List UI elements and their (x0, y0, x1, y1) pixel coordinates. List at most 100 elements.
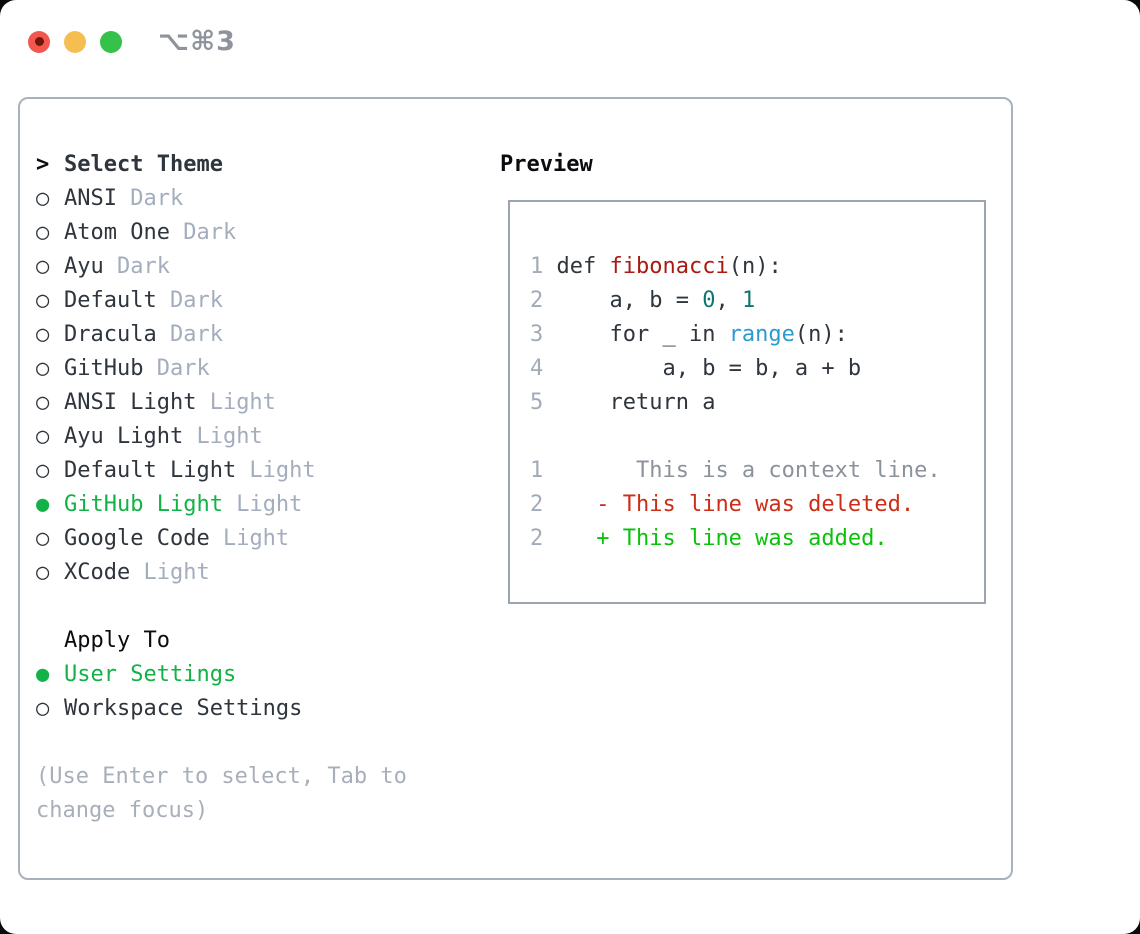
code-token-number: 0 (702, 288, 716, 313)
prompt-caret-icon: > (36, 152, 50, 177)
hint-line-1: (Use Enter to select, Tab to (36, 764, 407, 789)
radio-unselected-icon: ○ (36, 322, 50, 347)
option-variant-label: Dark (169, 220, 237, 245)
radio-unselected-icon: ○ (36, 254, 50, 279)
option-label: Google Code (64, 526, 210, 551)
radio-selected-icon: ● (36, 662, 50, 687)
code-token-context: This is a context line. (556, 458, 941, 483)
theme-option-github[interactable]: ○ GitHub Dark (36, 352, 407, 386)
spacer (36, 726, 407, 760)
option-variant-label: Light (183, 424, 263, 449)
line-number: 5 (530, 390, 557, 415)
radio-unselected-icon: ○ (36, 424, 50, 449)
code-line: 1 This is a context line. (530, 454, 941, 488)
code-token-plain: a, b = (556, 288, 703, 313)
radio-unselected-icon: ○ (36, 288, 50, 313)
line-number: 1 (530, 254, 557, 279)
option-label: ANSI (64, 186, 117, 211)
option-label: Atom One (64, 220, 170, 245)
radio-unselected-icon: ○ (36, 560, 50, 585)
option-variant-label: Light (209, 526, 290, 551)
line-number: 4 (530, 356, 557, 381)
option-label: Ayu (64, 254, 104, 279)
close-button[interactable] (28, 30, 50, 53)
code-blank-line (530, 420, 941, 454)
code-line: 3 for _ in range(n): (530, 318, 941, 352)
option-variant-label: Dark (143, 356, 210, 381)
option-label: GitHub (64, 356, 144, 381)
theme-option-ayu-light[interactable]: ○ Ayu Light Light (36, 420, 407, 454)
code-token-added: + This line was added. (556, 526, 888, 551)
window-title: ⌥⌘3 (158, 26, 236, 57)
theme-option-github-light[interactable]: ●GitHub Light Light (36, 488, 407, 522)
option-label: Default (64, 288, 157, 313)
code-token-function: fibonacci (609, 254, 729, 279)
code-line: 4 a, b = b, a + b (530, 352, 941, 386)
radio-unselected-icon: ○ (36, 356, 50, 381)
apply-option-user-settings[interactable]: ● User Settings (36, 658, 407, 692)
option-label: Ayu Light (64, 424, 184, 449)
option-label: Dracula (64, 322, 157, 347)
titlebar: ⌥⌘3 (28, 26, 236, 57)
radio-unselected-icon: ○ (36, 220, 50, 245)
code-token-builtin: range (728, 322, 795, 347)
line-number: 2 (530, 526, 557, 551)
radio-unselected-icon: ○ (36, 186, 50, 211)
theme-option-ansi[interactable]: ○ ANSI Dark (36, 182, 407, 216)
theme-option-google-code[interactable]: ○ Google Code Light (36, 522, 407, 556)
option-variant-label: Light (196, 390, 276, 415)
code-token-plain: for _ in (556, 322, 729, 347)
minimize-button[interactable] (64, 30, 86, 53)
option-label: GitHub Light (64, 492, 223, 517)
line-number (530, 424, 557, 449)
theme-option-atom-one[interactable]: ○ Atom One Dark (36, 216, 407, 250)
radio-unselected-icon: ○ (36, 458, 50, 483)
select-theme-title: Select Theme (64, 152, 223, 177)
select-theme-header: > Select Theme (36, 148, 407, 182)
option-variant-label: Dark (156, 322, 223, 347)
code-line: 2 a, b = 0, 1 (530, 284, 941, 318)
apply-to-title: Apply To (64, 628, 170, 653)
code-token-plain: a, b = b, a + b (556, 356, 862, 381)
maximize-button[interactable] (100, 30, 122, 53)
apply-to-header: Apply To (36, 624, 407, 658)
code-token-plain: return a (556, 390, 716, 415)
code-token-plain: (n): (794, 322, 848, 347)
code-line: 5 return a (530, 386, 941, 420)
theme-option-ayu[interactable]: ○ Ayu Dark (36, 250, 407, 284)
theme-option-ansi-light[interactable]: ○ ANSI Light Light (36, 386, 407, 420)
option-variant-label: Dark (103, 254, 170, 279)
apply-option-workspace-settings[interactable]: ○ Workspace Settings (36, 692, 407, 726)
line-number: 2 (530, 288, 557, 313)
code-token-plain: , (715, 288, 742, 313)
theme-option-default-light[interactable]: ○Default Light Light (36, 454, 407, 488)
code-token-plain: (n): (728, 254, 782, 279)
option-label: XCode (64, 560, 131, 585)
code-line: 2 - This line was deleted. (530, 488, 941, 522)
code-line: 1 def fibonacci(n): (530, 250, 941, 284)
code-token-deleted: - This line was deleted. (556, 492, 915, 517)
radio-unselected-icon: ○ (36, 390, 50, 415)
line-number: 3 (530, 322, 557, 347)
preview-title: Preview (500, 152, 593, 177)
option-variant-label: Dark (116, 186, 184, 211)
theme-option-dracula[interactable]: ○ Dracula Dark (36, 318, 407, 352)
code-token-plain: def (556, 254, 610, 279)
option-label: ANSI Light (64, 390, 197, 415)
option-variant-label: Light (222, 492, 303, 517)
theme-option-xcode[interactable]: ○ XCode Light (36, 556, 407, 590)
theme-option-default[interactable]: ○ Default Dark (36, 284, 407, 318)
preview-box (508, 200, 986, 604)
theme-list: > Select Theme ○ ANSI Dark ○ Atom One Dark ○ A… (36, 148, 407, 828)
option-label: Workspace Settings (64, 696, 303, 721)
option-variant-label: Light (130, 560, 210, 585)
option-variant-label: Dark (156, 288, 223, 313)
radio-unselected-icon: ○ (36, 526, 50, 551)
radio-unselected-icon: ○ (36, 696, 50, 721)
option-label: User Settings (64, 662, 237, 687)
code-token-number: 1 (741, 288, 756, 313)
line-number: 2 (530, 492, 557, 517)
option-label: Default Light (64, 458, 237, 483)
code-line: 2 + This line was added. (530, 522, 941, 556)
